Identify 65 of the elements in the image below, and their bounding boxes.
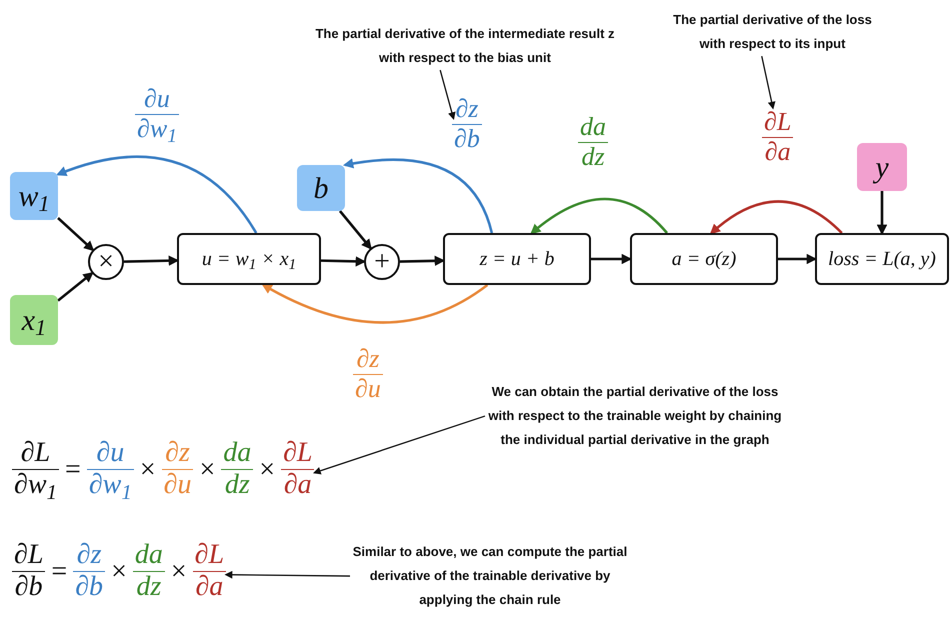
fraction-numerator: ∂u [95, 438, 126, 469]
fraction-numerator: ∂L [13, 540, 44, 571]
variable-box: w$_{1}$ [10, 172, 58, 220]
math-operator: × [138, 452, 157, 487]
arrow [591, 254, 632, 264]
arrow [778, 254, 818, 264]
math-operator: = [64, 452, 82, 487]
arrow [876, 191, 888, 236]
fraction-denominator: ∂b [453, 125, 481, 154]
fraction-numerator: ∂u [143, 85, 171, 114]
arrow [710, 200, 843, 234]
math-operator: × [110, 554, 128, 589]
variable-box: x$_{1}$ [10, 295, 58, 345]
leader-arrow [761, 56, 776, 110]
arrow [338, 210, 372, 250]
arrow [57, 272, 94, 302]
fraction-denominator: ∂b [14, 572, 44, 604]
math-operator: × [170, 554, 188, 589]
fraction-denominator: dz [580, 143, 606, 172]
fraction-numerator: ∂z [454, 95, 480, 124]
annotation-text: We can obtain the partial derivative of the loss with respect to the trainable weight by chaining the individual partial derivative in the graph [487, 383, 783, 450]
arrow [530, 198, 668, 234]
fraction-numerator: ∂L [763, 108, 792, 137]
arrow [56, 155, 258, 234]
arrow [342, 158, 494, 234]
annotation-text: The partial derivative of the loss with respect to its input [672, 11, 873, 54]
fraction-denominator: ∂w$_{1}$ [88, 470, 133, 502]
fraction-numerator: ∂L [194, 540, 226, 571]
fraction-denominator: ∂u [162, 470, 192, 502]
arrow [320, 256, 366, 267]
fraction-denominator: ∂u [354, 375, 382, 404]
annotation-text: Similar to above, we can compute the partial derivative of the trainable derivative by applying the chain rule [352, 543, 628, 610]
fraction-numerator: ∂L [282, 438, 314, 469]
math-operator: × [258, 452, 276, 487]
variable-box: b [297, 165, 345, 211]
fraction-numerator: da [579, 113, 607, 142]
fraction-denominator: ∂w$_{1}$ [13, 470, 58, 502]
process-box: a = σ(z) [630, 233, 778, 285]
fraction-denominator: ∂w$_{1}$ [136, 115, 178, 144]
fraction-numerator: ∂z [164, 438, 191, 469]
fraction-denominator: ∂a [194, 572, 224, 604]
fraction-denominator: dz [135, 572, 162, 604]
arrow [57, 217, 94, 252]
arrow [124, 255, 180, 266]
fraction-numerator: da [134, 540, 164, 571]
fraction-numerator: ∂z [76, 540, 102, 571]
leader-arrow [440, 70, 456, 120]
leader-arrow [313, 415, 486, 474]
annotation-text: The partial derivative of the intermediate result z with respect to the bias unit [314, 25, 616, 68]
fraction-numerator: ∂z [355, 345, 380, 374]
fraction-numerator: da [222, 438, 252, 469]
arrow [400, 256, 446, 266]
process-box: loss = L(a, y) [815, 233, 949, 285]
leader-arrow [224, 570, 350, 579]
arrow [262, 284, 488, 324]
process-box: z = u + b [443, 233, 591, 285]
fraction-denominator: ∂a [764, 138, 792, 167]
fraction-denominator: ∂a [282, 470, 313, 502]
fraction-numerator: ∂L [20, 438, 52, 469]
process-box: u = w$_{1}$ × x$_{1}$ [177, 233, 321, 285]
math-operator: = [50, 554, 68, 589]
fraction-denominator: ∂b [74, 572, 104, 604]
variable-box: y [857, 143, 907, 191]
fraction-denominator: dz [224, 470, 251, 502]
math-operator: × [198, 452, 216, 487]
